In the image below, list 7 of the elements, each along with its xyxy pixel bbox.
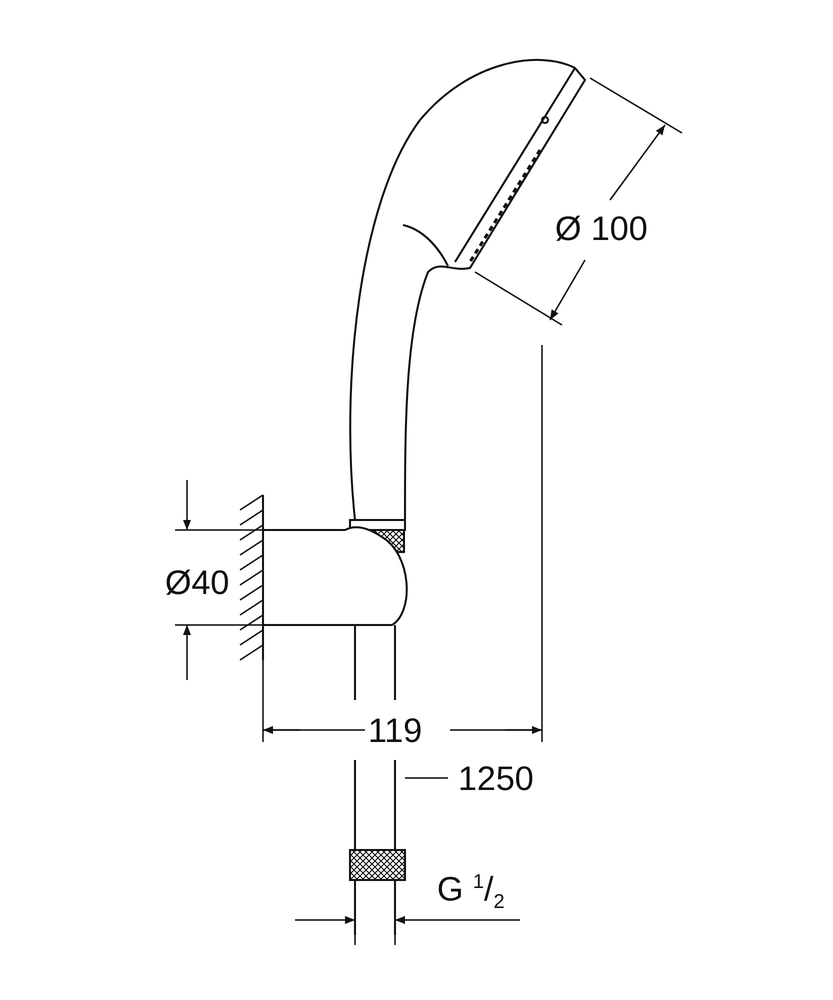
dimension-label: Ø40 (165, 566, 230, 600)
hose-drawing (349, 759, 406, 936)
dimension-label: G $^{1}$/$_{2}$ (437, 872, 505, 912)
dimension-label: 119 (368, 714, 422, 748)
dimension-label: Ø 100 (555, 212, 648, 246)
leader-line (405, 777, 448, 779)
length-label: 1250 (458, 762, 534, 796)
